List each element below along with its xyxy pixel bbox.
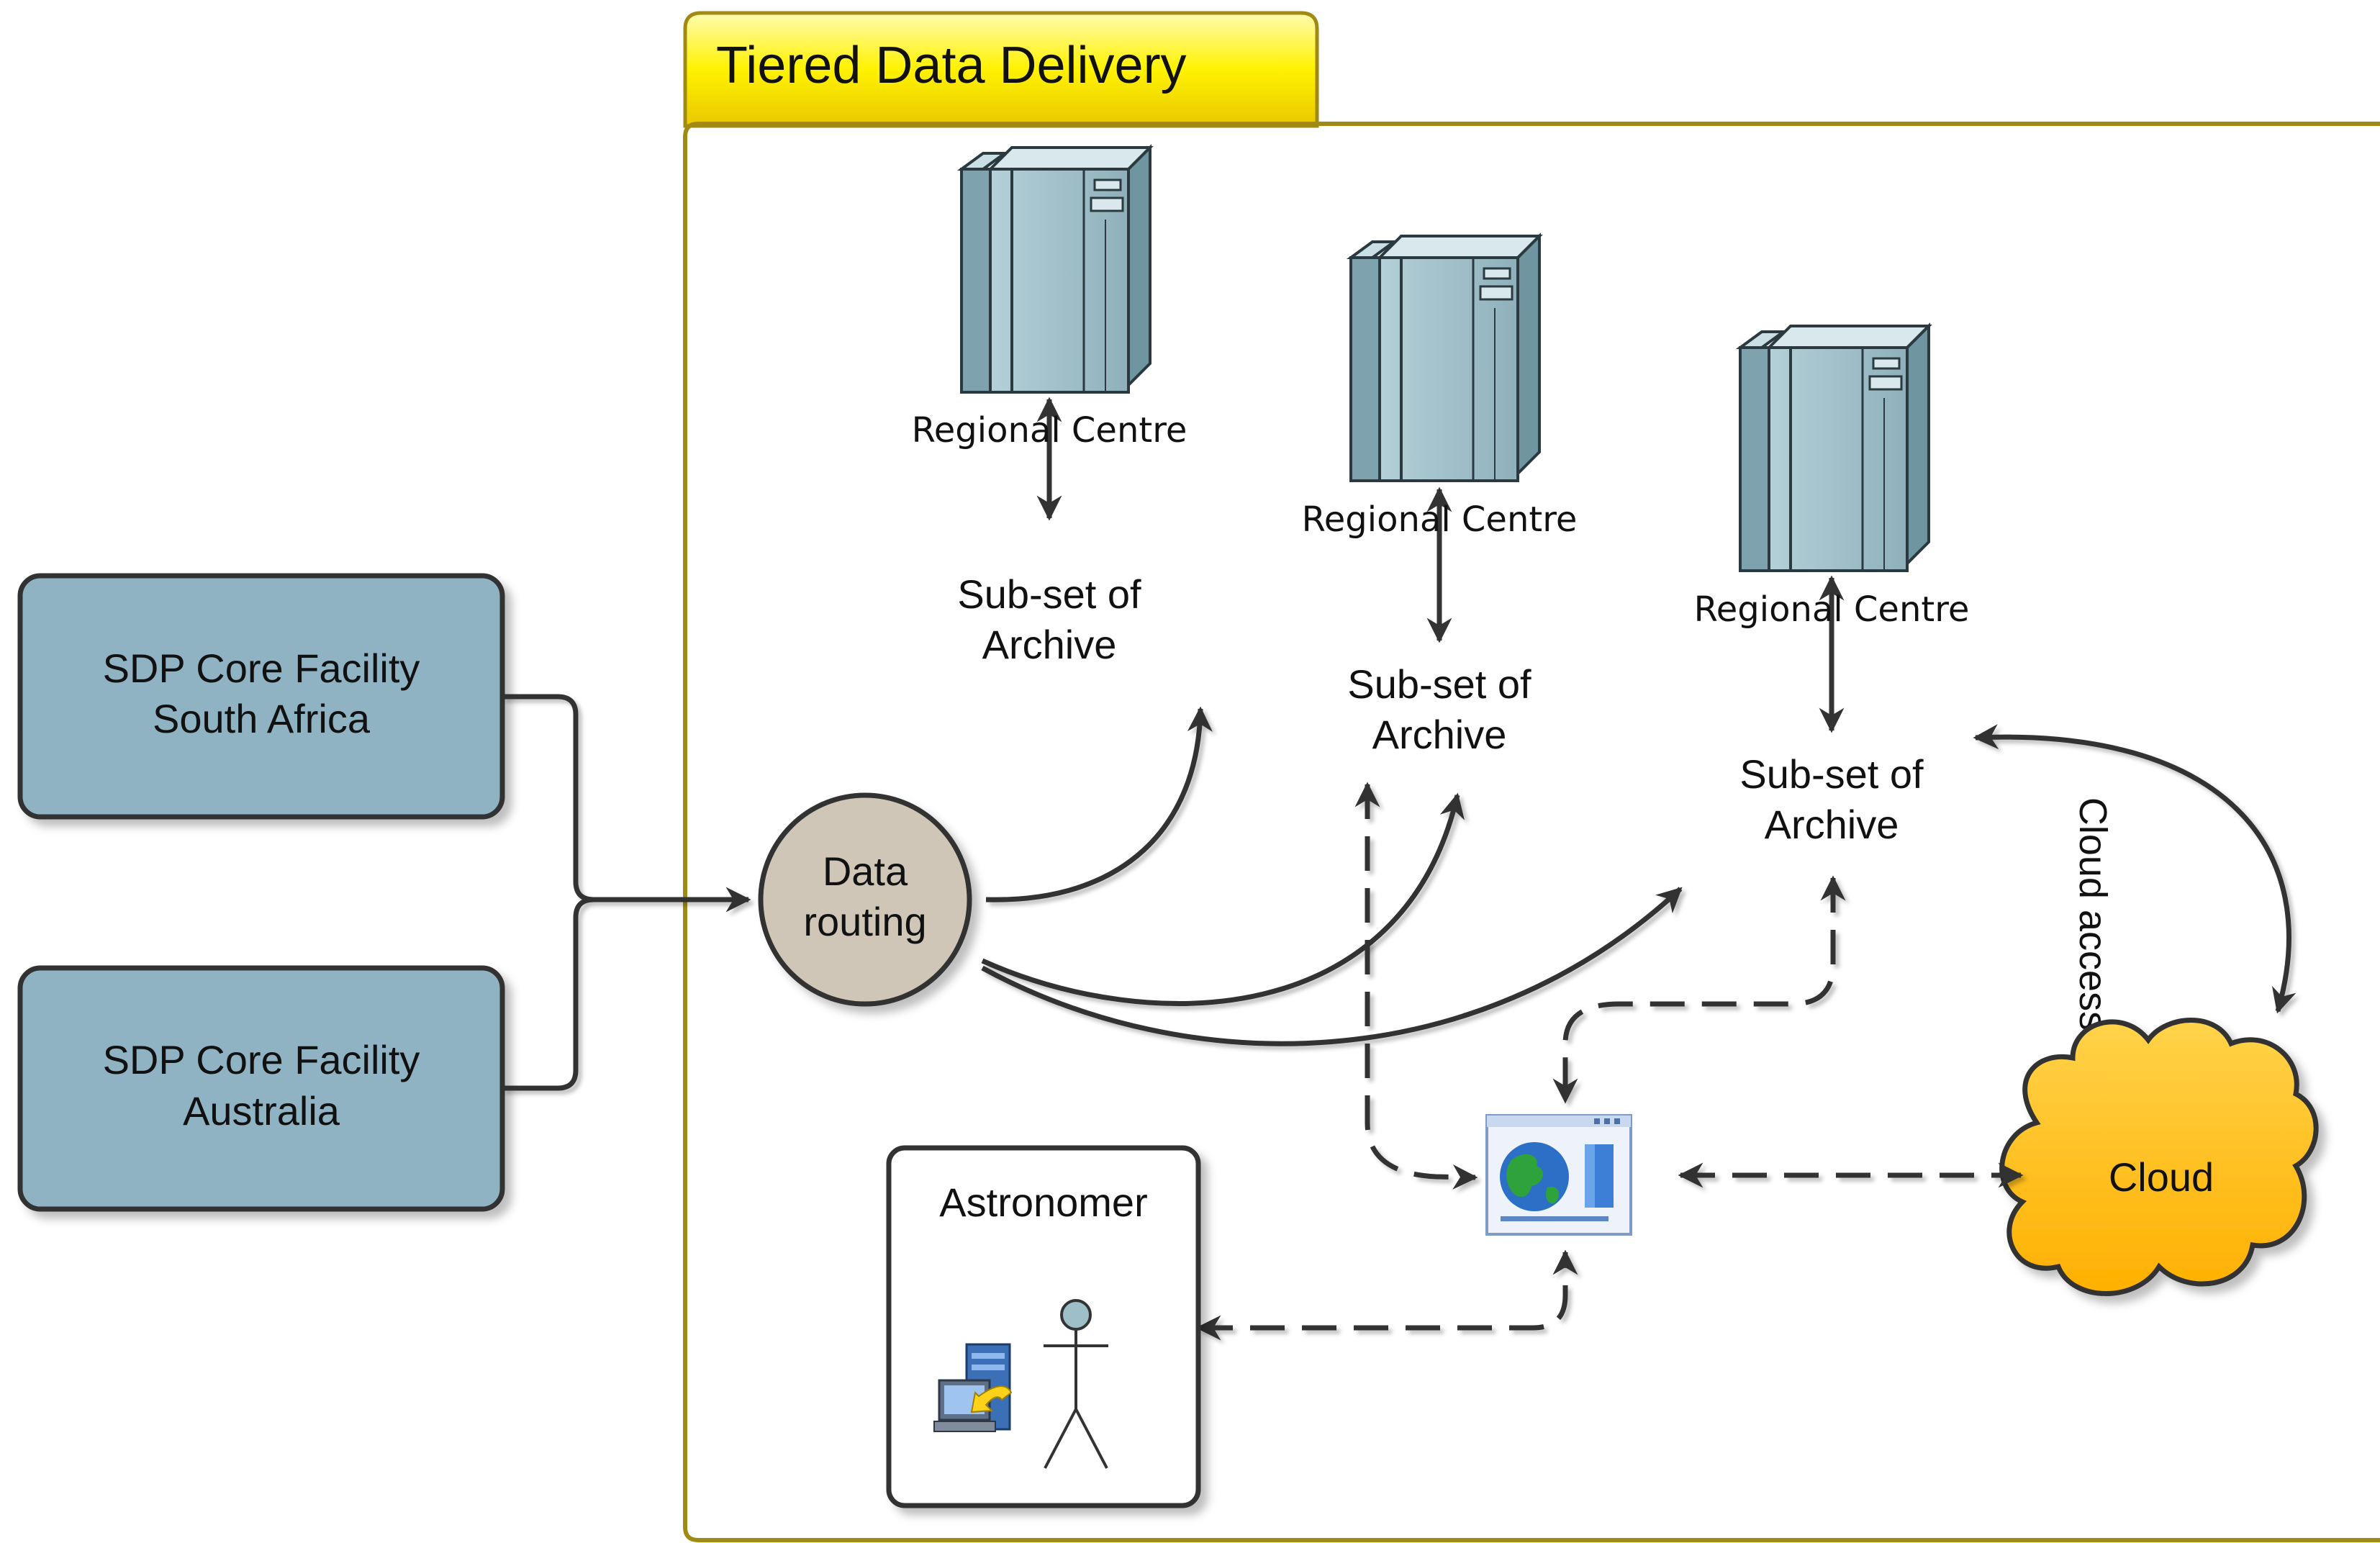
container-border — [683, 122, 2380, 1542]
regional-centre-3-label: Regional Centre — [1694, 589, 1970, 630]
tiered-data-delivery-container: Tiered Data Delivery — [683, 11, 2380, 1542]
astronomer-label: Astronomer — [939, 1180, 1147, 1225]
regional-centre-1: Regional Centre Sub-set of Archive — [896, 146, 1203, 690]
data-routing-node[interactable] — [758, 792, 972, 1007]
dashed-links — [1195, 782, 2024, 1341]
container-title: Tiered Data Delivery — [716, 37, 1187, 94]
archive-2-line2: Archive — [1372, 712, 1507, 757]
cloud-access-flow — [1973, 724, 2297, 1014]
server-icon-1 — [960, 146, 1151, 394]
facility-south-africa-line1: SDP Core Facility — [103, 646, 420, 691]
data-routing-line1: Data — [823, 849, 908, 894]
archive-1-line2: Archive — [982, 622, 1117, 667]
web-browser-globe-icon[interactable] — [1485, 1114, 1632, 1236]
cloud-label: Cloud — [2109, 1154, 2214, 1200]
cloud-access-label: Cloud access — [2071, 797, 2114, 1031]
archive-2-line1: Sub-set of — [1347, 661, 1531, 707]
facility-connectors — [502, 694, 751, 1091]
stick-figure-person-icon — [1044, 1299, 1108, 1469]
facility-australia-line1: SDP Core Facility — [103, 1037, 420, 1082]
cloud-node[interactable] — [1999, 1018, 2319, 1296]
facility-australia-line2: Australia — [183, 1088, 340, 1134]
workstation-download-icon — [933, 1343, 1013, 1432]
regional-centre-2: Regional Centre Sub-set of Archive — [1285, 235, 1592, 780]
regional-centre-3: Regional Centre Sub-set of Archive — [1677, 325, 1985, 872]
container-tab — [683, 11, 1319, 128]
archive-1-line1: Sub-set of — [957, 571, 1141, 617]
routing-flows — [981, 706, 1683, 1046]
data-routing-line2: routing — [803, 899, 926, 944]
regional-centre-2-label: Regional Centre — [1302, 499, 1578, 540]
archive-3-line1: Sub-set of — [1739, 751, 1924, 797]
server-icon-3 — [1739, 325, 1930, 572]
archive-3-line2: Archive — [1765, 802, 1899, 847]
facility-south-africa-line2: South Africa — [153, 696, 371, 741]
server-icon-2 — [1349, 235, 1541, 482]
regional-centre-1-label: Regional Centre — [912, 410, 1187, 451]
